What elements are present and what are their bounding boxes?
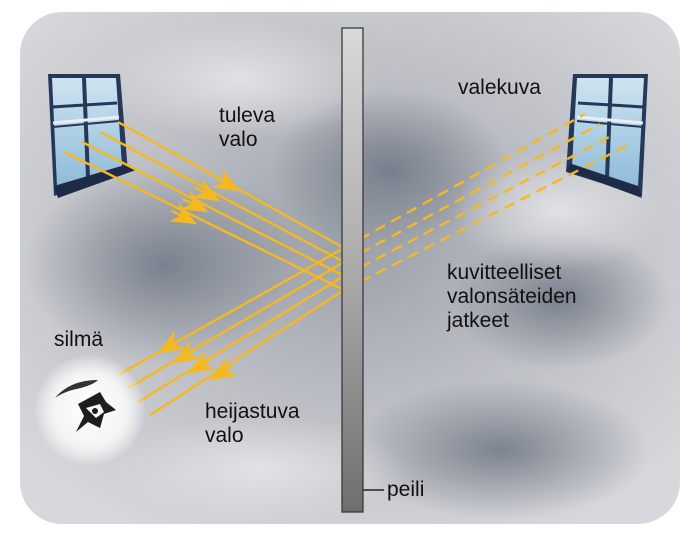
reflected-arrowheads [157,330,238,381]
imaginary-ray [343,122,601,264]
imaginary-ray [343,112,586,250]
reflected-ray [117,246,345,377]
eye-icon [34,354,146,466]
incoming-light-label: tuleva valo [219,104,276,151]
arrow-icon [209,357,238,381]
reflected-rays [117,246,345,417]
reflected-ray [137,274,345,404]
incident-ray [99,130,345,264]
incident-ray [81,140,345,278]
imaginary-extensions [343,112,631,292]
arrow-icon [169,202,198,225]
imaginary-ray [343,132,616,278]
mirror-label: peili [387,478,425,501]
reflected-light-label: heijastuva valo [205,400,300,447]
eye-label: silmä [54,328,104,351]
imaginary-extensions-label: kuvitteelliset valonsäteiden jatkeet [447,261,577,332]
incident-arrowheads [169,169,241,225]
mirror [341,27,364,513]
reflected-ray [149,288,345,417]
arrow-icon [187,350,216,374]
virtual-image-label: valekuva [458,76,541,99]
reflected-ray [127,260,345,390]
incident-ray [63,150,345,292]
window-real [48,74,136,198]
